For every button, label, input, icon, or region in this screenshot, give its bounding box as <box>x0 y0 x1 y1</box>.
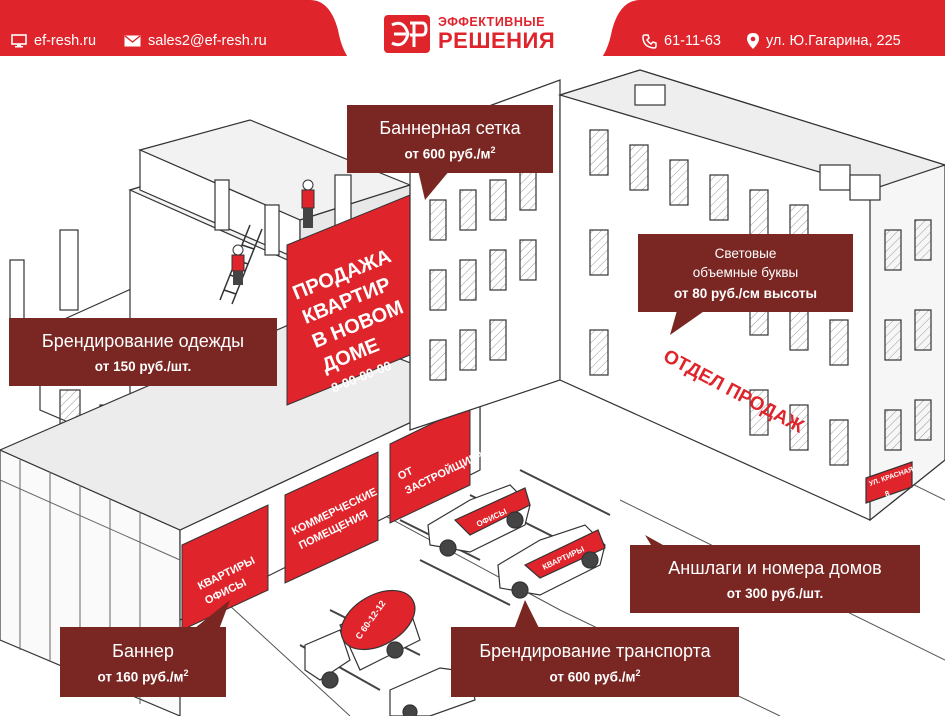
callout-banner-mesh-price: от 600 руб./м2 <box>404 145 496 162</box>
phone-contact[interactable]: 61-11-63 <box>642 33 721 49</box>
callout-volume-letters: Световые объемные буквы от 80 руб./см вы… <box>638 234 853 312</box>
worker-2 <box>301 179 315 228</box>
callout-banner-title: Баннер <box>112 640 174 661</box>
callout-banner-price: от 160 руб./м2 <box>97 668 189 685</box>
logo-mark-icon <box>384 15 430 53</box>
callout-clothing: Брендирование одежды от 150 руб./шт. <box>9 318 277 386</box>
website-contact[interactable]: ef-resh.ru <box>11 33 96 49</box>
callout-letters-line2: объемные буквы <box>692 264 799 280</box>
callout-transport-price: от 600 руб./м2 <box>549 668 641 685</box>
address-contact: ул. Ю.Гагарина, 225 <box>747 33 901 49</box>
right-building: ОТДЕЛ ПРОДАЖ УЛ. КРАСНАЯ 8 <box>557 69 945 522</box>
callout-clothing-title: Брендирование одежды <box>41 331 245 352</box>
address-text: ул. Ю.Гагарина, 225 <box>766 33 901 49</box>
street-plate-number: 8 <box>884 489 892 499</box>
callout-clothing-price: от 150 руб./шт. <box>94 358 192 374</box>
callout-plates-price: от 300 руб./шт. <box>726 585 824 601</box>
website-link[interactable]: ef-resh.ru <box>34 33 97 49</box>
envelope-icon <box>124 35 141 47</box>
map-pin-icon <box>747 33 759 49</box>
callout-transport: Брендирование транспорта от 600 руб./м2 <box>451 627 739 697</box>
callout-plates-title: Аншлаги и номера домов <box>668 558 882 579</box>
callout-banner-mesh-title: Баннерная сетка <box>379 117 521 138</box>
sale-banner: ПРОДАЖА КВАРТИР В НОВОМ ДОМЕ 8-00-00-00 <box>286 194 411 406</box>
phone-icon <box>642 33 657 49</box>
concrete-mixer: С 60-12-12 <box>304 589 421 689</box>
callout-letters-line1: Световые <box>714 246 777 262</box>
logo-line1: ЭФФЕКТИВНЫЕ <box>438 14 545 29</box>
car-2: КВАРТИРЫ <box>497 524 606 599</box>
callout-letters-price: от 80 руб./см высоты <box>673 285 818 301</box>
email-link[interactable]: sales2@ef-resh.ru <box>148 33 267 49</box>
car-1: ОФИСЫ <box>427 484 531 557</box>
phone-number[interactable]: 61-11-63 <box>664 33 721 49</box>
email-contact[interactable]: sales2@ef-resh.ru <box>124 33 267 49</box>
company-logo[interactable]: ЭФФЕКТИВНЫЕ РЕШЕНИЯ <box>384 15 555 53</box>
callout-transport-title: Брендирование транспорта <box>479 640 711 661</box>
monitor-icon <box>11 34 27 48</box>
callout-banner-mesh: Баннерная сетка от 600 руб./м2 <box>347 105 553 173</box>
callout-banner: Баннер от 160 руб./м2 <box>60 627 226 697</box>
logo-line2: РЕШЕНИЯ <box>438 28 556 54</box>
callout-house-plates: Аншлаги и номера домов от 300 руб./шт. <box>630 545 920 613</box>
worker-1 <box>231 244 245 285</box>
